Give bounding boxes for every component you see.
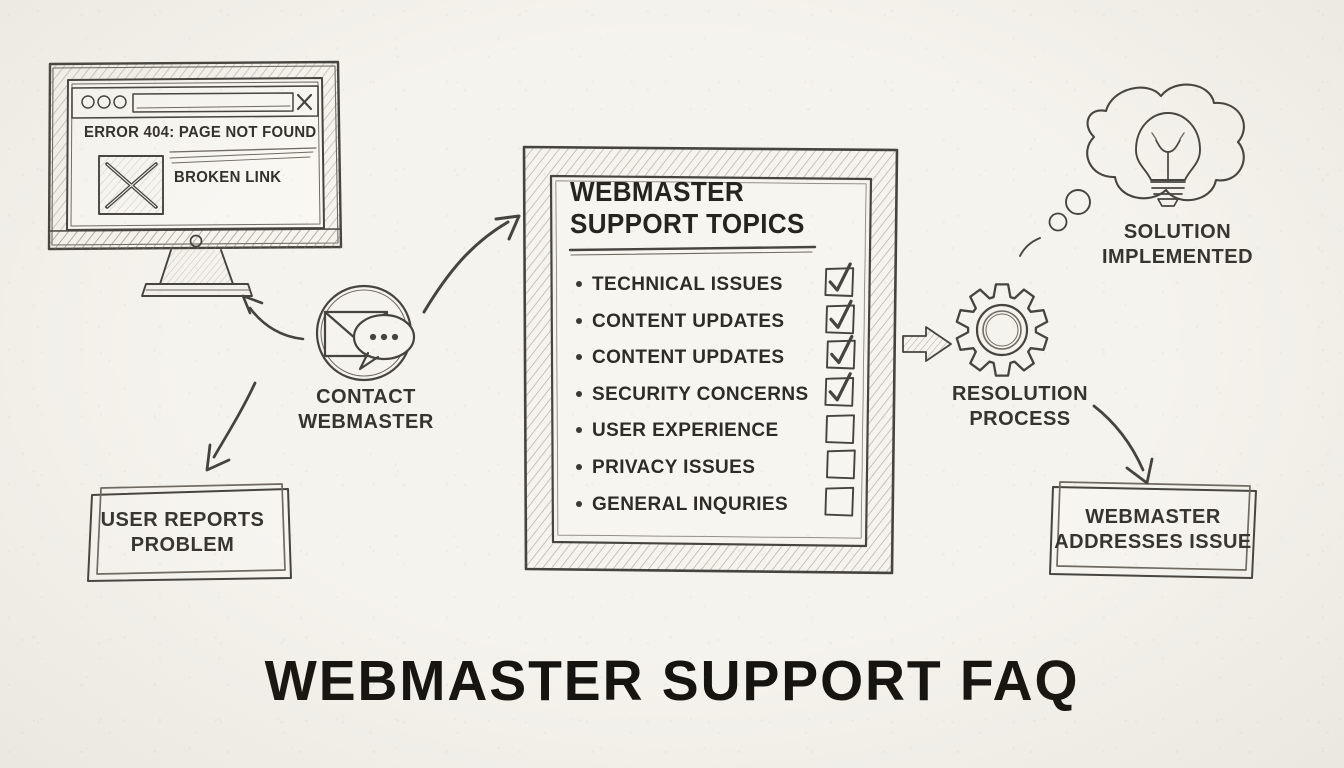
checkbox-unchecked[interactable] bbox=[824, 486, 855, 517]
box-left-line2: PROBLEM bbox=[130, 534, 235, 556]
list-bullet bbox=[576, 390, 582, 397]
arrow-clipboard-to-gear bbox=[902, 326, 952, 362]
arrow-gear-to-webmaster-addresses bbox=[1092, 404, 1154, 485]
webmaster-addresses-box bbox=[1049, 481, 1257, 579]
arrow-contact-to-clipboard bbox=[422, 214, 521, 314]
close-icon bbox=[296, 93, 313, 111]
box-right-line2: ADDRESSES ISSUE bbox=[1054, 531, 1252, 553]
gear-icon bbox=[955, 283, 1049, 377]
thought-bubble-icon bbox=[1019, 83, 1245, 257]
lightbulb-icon bbox=[1135, 112, 1201, 207]
webmaster-addresses-issue-label: WEBMASTER ADDRESSES ISSUE bbox=[1048, 505, 1258, 555]
solution-label-line1: SOLUTION bbox=[1123, 221, 1232, 243]
monitor-illustration bbox=[47, 60, 343, 297]
checkbox-checked[interactable] bbox=[824, 377, 855, 407]
arrow-contact-to-monitor bbox=[241, 294, 305, 341]
broken-link-image-icon bbox=[98, 155, 164, 215]
list-bullet bbox=[576, 354, 582, 361]
checkbox-checked[interactable] bbox=[824, 267, 855, 297]
box-right-line1: WEBMASTER bbox=[1085, 506, 1221, 528]
check-mark-icon bbox=[828, 372, 852, 402]
monitor-power-led bbox=[189, 234, 203, 248]
clipboard-title: WEBMASTER SUPPORT TOPICS bbox=[570, 176, 812, 240]
contact-label-line2: WEBMASTER bbox=[298, 411, 434, 433]
checkbox-unchecked[interactable] bbox=[826, 449, 856, 480]
resolution-label-line1: RESOLUTION bbox=[951, 383, 1089, 405]
chat-bubble-icon bbox=[352, 313, 416, 371]
check-mark-icon bbox=[829, 299, 853, 329]
user-reports-problem-label: USER REPORTS PROBLEM bbox=[90, 508, 275, 558]
arrow-contact-to-user-reports bbox=[205, 381, 257, 472]
solution-implemented-label: SOLUTION IMPLEMENTED bbox=[1090, 220, 1265, 270]
thought-tail bbox=[1019, 237, 1041, 257]
resolution-label-line2: PROCESS bbox=[969, 408, 1071, 430]
contact-webmaster-icon-group bbox=[315, 284, 416, 382]
checklist-item-label: CONTENT UPDATES bbox=[592, 310, 785, 332]
browser-dot-2 bbox=[97, 95, 111, 109]
checkbox-checked[interactable] bbox=[826, 339, 856, 370]
checklist-item-label: SECURITY CONCERNS bbox=[592, 383, 809, 405]
error-404-text: ERROR 404: PAGE NOT FOUND bbox=[84, 124, 317, 141]
checkbox-checked[interactable] bbox=[825, 304, 855, 335]
checklist-item-label: USER EXPERIENCE bbox=[592, 420, 779, 442]
contact-label-line1: CONTACT bbox=[316, 386, 416, 408]
list-bullet bbox=[576, 317, 582, 324]
checkbox-column bbox=[824, 262, 856, 517]
check-mark-icon bbox=[828, 262, 852, 292]
checklist-item-label: CONTENT UPDATES bbox=[592, 347, 785, 369]
solution-label-line2: IMPLEMENTED bbox=[1101, 246, 1254, 268]
browser-dot-3 bbox=[113, 95, 127, 109]
list-bullet bbox=[576, 427, 582, 434]
thought-dot-large bbox=[1065, 189, 1091, 215]
page-title: WEBMASTER SUPPORT FAQ bbox=[264, 649, 1080, 713]
checkbox-unchecked[interactable] bbox=[825, 414, 855, 445]
list-bullet bbox=[576, 500, 582, 507]
broken-link-text: BROKEN LINK bbox=[174, 169, 282, 186]
clipboard-title-line1: WEBMASTER bbox=[570, 176, 745, 207]
checklist-item-label: PRIVACY ISSUES bbox=[592, 457, 756, 478]
checklist-item-label: GENERAL INQURIES bbox=[592, 493, 789, 515]
box-left-line1: USER REPORTS bbox=[100, 509, 265, 531]
list-bullet bbox=[576, 464, 582, 470]
check-mark-icon bbox=[830, 334, 854, 365]
clipboard-illustration bbox=[522, 145, 899, 575]
thought-dot-small bbox=[1048, 212, 1068, 232]
list-bullet bbox=[576, 281, 582, 287]
contact-webmaster-label: CONTACT WEBMASTER bbox=[286, 385, 446, 435]
user-reports-box bbox=[87, 483, 292, 582]
resolution-process-label: RESOLUTION PROCESS bbox=[940, 382, 1100, 432]
browser-dot-1 bbox=[81, 95, 95, 109]
checklist-item-label: TECHNICAL ISSUES bbox=[592, 274, 783, 295]
clipboard-title-line2: SUPPORT TOPICS bbox=[570, 208, 805, 239]
